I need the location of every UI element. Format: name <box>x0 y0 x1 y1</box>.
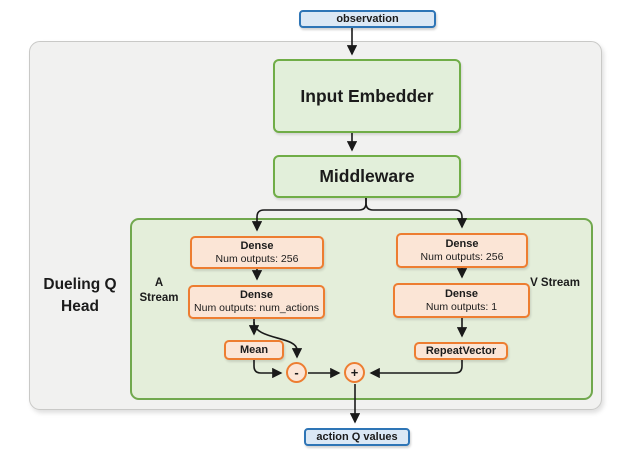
input-embedder-label: Input Embedder <box>300 85 434 106</box>
mean-node: Mean <box>224 340 284 360</box>
dueling-q-head-title: Dueling Q Head <box>43 276 117 315</box>
v-stream-label: V Stream <box>530 277 580 289</box>
dense-a1-subtitle: Num outputs: 256 <box>215 252 299 265</box>
dense-a2-node: Dense Num outputs: num_actions <box>188 285 325 319</box>
middleware-label: Middleware <box>319 166 415 186</box>
subtract-op-node: - <box>286 362 307 383</box>
dense-v1-title: Dense <box>445 237 479 250</box>
dense-v2-node: Dense Num outputs: 1 <box>393 283 530 318</box>
a-stream-label: A Stream <box>139 277 179 304</box>
mean-label: Mean <box>239 343 269 356</box>
dense-a1-title: Dense <box>240 239 274 252</box>
observation-node: observation <box>299 10 436 28</box>
action-q-values-label: action Q values <box>316 431 398 443</box>
input-embedder-node: Input Embedder <box>273 59 461 133</box>
dense-a1-node: Dense Num outputs: 256 <box>190 236 324 269</box>
dense-a2-subtitle: Num outputs: num_actions <box>194 302 319 314</box>
repeatvector-label: RepeatVector <box>425 344 497 357</box>
subtract-op-label: - <box>294 364 299 380</box>
action-q-values-node: action Q values <box>304 428 410 446</box>
dense-a2-title: Dense <box>239 289 274 301</box>
middleware-node: Middleware <box>273 155 461 198</box>
add-op-label: + <box>350 364 359 380</box>
dense-v2-subtitle: Num outputs: 1 <box>425 300 498 313</box>
repeatvector-node: RepeatVector <box>414 342 508 360</box>
observation-label: observation <box>336 13 399 25</box>
dense-v1-subtitle: Num outputs: 256 <box>420 250 504 263</box>
dense-v2-title: Dense <box>444 287 479 300</box>
add-op-node: + <box>344 362 365 383</box>
dense-v1-node: Dense Num outputs: 256 <box>396 233 528 268</box>
